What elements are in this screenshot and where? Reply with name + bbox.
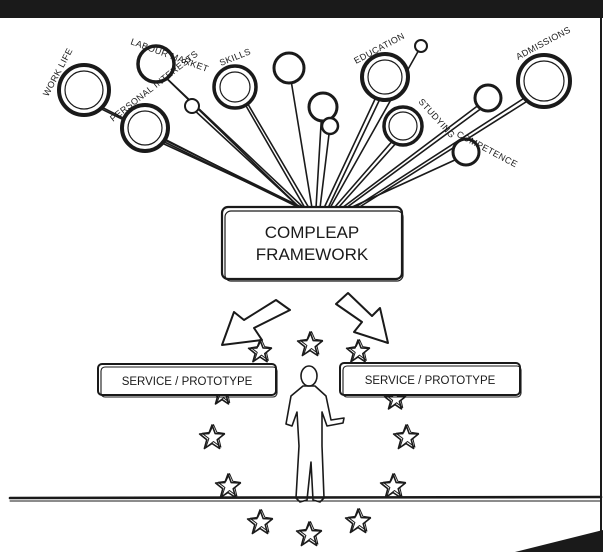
connector-lines <box>71 47 549 209</box>
service-label-left: SERVICE / PROTOTYPE <box>122 376 253 388</box>
node-admissions-circle <box>516 53 572 109</box>
framework-title-line2: FRAMEWORK <box>256 245 369 264</box>
top-bar <box>0 0 603 18</box>
topic-circles <box>57 39 572 167</box>
star-8-sketch <box>217 473 241 498</box>
star-1-sketch <box>299 331 323 356</box>
star-10-sketch <box>249 509 273 534</box>
arrows <box>221 292 389 346</box>
service-box-left: SERVICE / PROTOTYPE <box>97 363 278 398</box>
node-competence-circle <box>451 137 481 167</box>
node-small-circle-1 <box>184 98 200 114</box>
node-empty-circle-1 <box>272 51 306 85</box>
star-2-sketch <box>250 339 273 362</box>
ground-line <box>8 495 603 502</box>
corner-stroke <box>515 530 603 552</box>
arrow-right <box>335 292 389 344</box>
node-empty-circle-2 <box>307 91 339 123</box>
node-small-circle-3 <box>414 39 428 53</box>
star-9-sketch <box>382 473 406 498</box>
node-small-circle-2 <box>320 116 340 136</box>
node-education-circle <box>360 52 410 102</box>
arrow-left <box>221 299 291 346</box>
node-personal-interests-circle <box>120 103 170 153</box>
service-label-right: SERVICE / PROTOTYPE <box>365 375 496 387</box>
node-empty-circle-3 <box>473 83 503 113</box>
framework-box: COMPLEAP FRAMEWORK <box>220 205 404 282</box>
service-box-right: SERVICE / PROTOTYPE <box>339 362 522 398</box>
star-12-sketch <box>298 521 322 546</box>
framework-title-line1: COMPLEAP <box>265 223 359 242</box>
label-studying: STUDYING <box>417 97 458 141</box>
node-labour-market-circle <box>136 44 176 84</box>
node-work-life-circle <box>57 63 111 117</box>
star-6-sketch <box>201 424 225 449</box>
star-3-sketch <box>348 339 371 362</box>
node-skills-circle <box>212 64 258 110</box>
star-11-sketch <box>347 508 371 533</box>
person-figure <box>285 365 345 503</box>
node-studying-circle <box>382 105 424 147</box>
star-7-sketch <box>395 424 419 449</box>
